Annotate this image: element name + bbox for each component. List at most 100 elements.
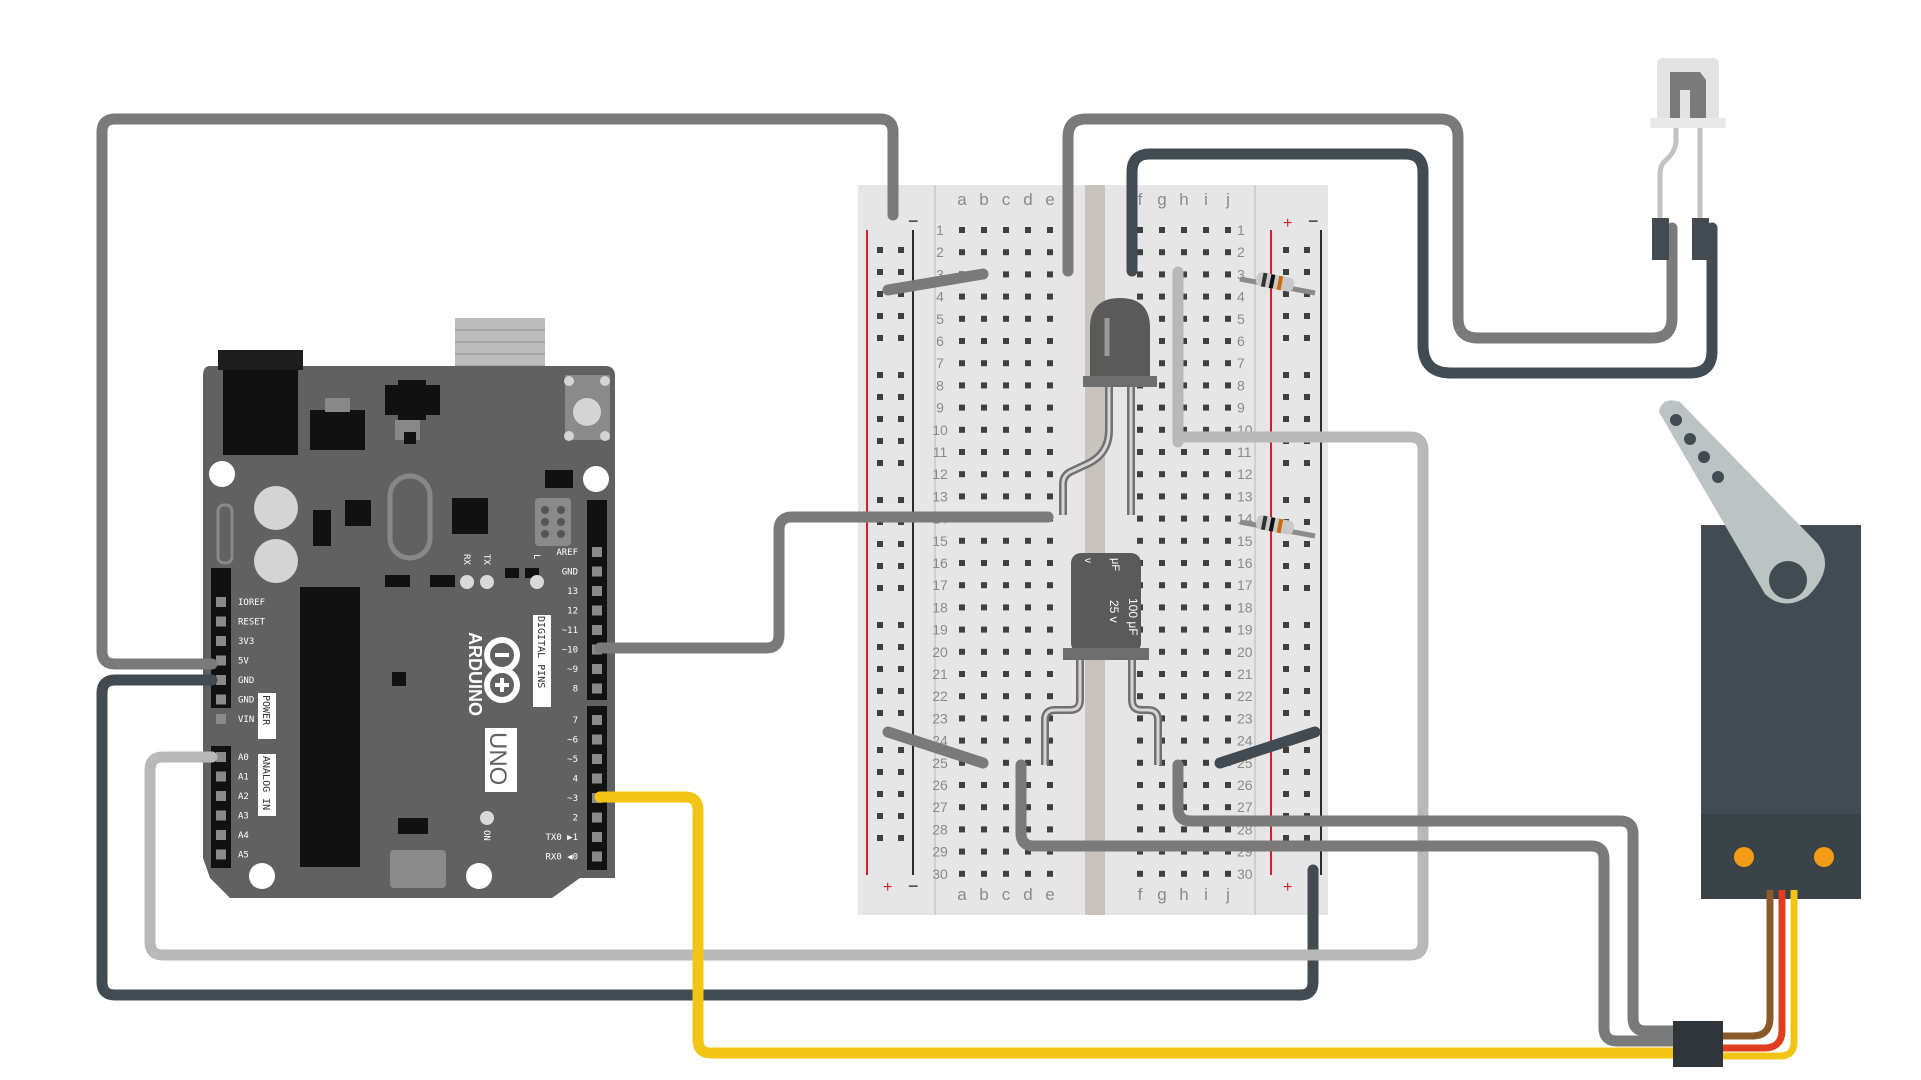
rail-hole[interactable]	[1304, 394, 1310, 400]
jumper-rail-left-bottom[interactable]	[882, 726, 989, 769]
breadboard-hole[interactable]	[1137, 870, 1143, 877]
breadboard-hole[interactable]	[1181, 449, 1187, 455]
breadboard-hole[interactable]	[959, 493, 965, 500]
breadboard-hole[interactable]	[1047, 360, 1053, 367]
breadboard-hole[interactable]	[1025, 582, 1031, 589]
rail-hole[interactable]	[1304, 585, 1310, 591]
reset-button-cap[interactable]	[573, 398, 601, 426]
breadboard-hole[interactable]	[1137, 693, 1143, 700]
digital-pin[interactable]	[592, 734, 602, 745]
rail-hole[interactable]	[877, 769, 883, 775]
rail-hole[interactable]	[877, 813, 883, 819]
breadboard-hole[interactable]	[981, 737, 987, 744]
rail-hole[interactable]	[1304, 335, 1310, 341]
breadboard-hole[interactable]	[981, 471, 987, 478]
breadboard-hole[interactable]	[1159, 404, 1165, 411]
breadboard-hole[interactable]	[981, 249, 987, 256]
breadboard-hole[interactable]	[1025, 671, 1031, 677]
breadboard-hole[interactable]	[1003, 759, 1009, 766]
power-pin[interactable]	[216, 597, 226, 607]
breadboard-hole[interactable]	[1137, 804, 1143, 811]
breadboard-hole[interactable]	[1225, 360, 1231, 367]
breadboard-hole[interactable]	[1203, 515, 1209, 522]
breadboard-hole[interactable]	[1025, 338, 1031, 344]
wire-servo-gnd[interactable]	[1015, 759, 1686, 1047]
breadboard-hole[interactable]	[1003, 227, 1009, 233]
breadboard-hole[interactable]	[1047, 715, 1053, 722]
breadboard-hole[interactable]	[1159, 426, 1165, 433]
breadboard-hole[interactable]	[1181, 537, 1187, 544]
rail-hole[interactable]	[877, 585, 883, 591]
rail-hole[interactable]	[877, 666, 883, 672]
breadboard-hole[interactable]	[1003, 271, 1009, 278]
breadboard-hole[interactable]	[1159, 604, 1165, 611]
breadboard-hole[interactable]	[1159, 671, 1165, 677]
rail-hole[interactable]	[877, 541, 883, 547]
breadboard-hole[interactable]	[1203, 782, 1209, 788]
rail-hole[interactable]	[898, 460, 904, 466]
breadboard-hole[interactable]	[981, 648, 987, 655]
rail-hole[interactable]	[898, 622, 904, 628]
breadboard-hole[interactable]	[1047, 759, 1053, 766]
breadboard-hole[interactable]	[981, 404, 987, 411]
breadboard-hole[interactable]	[959, 782, 965, 788]
analog-pin[interactable]	[216, 791, 226, 801]
breadboard-hole[interactable]	[1137, 759, 1143, 766]
rail-hole[interactable]	[898, 644, 904, 650]
breadboard-hole[interactable]	[1137, 493, 1143, 500]
power-pin[interactable]	[216, 616, 226, 627]
breadboard-hole[interactable]	[1159, 560, 1165, 566]
rail-hole[interactable]	[877, 622, 883, 628]
breadboard-hole[interactable]	[1003, 737, 1009, 744]
breadboard-hole[interactable]	[1181, 249, 1187, 256]
breadboard-hole[interactable]	[1203, 648, 1209, 655]
breadboard-hole[interactable]	[1181, 493, 1187, 500]
breadboard-hole[interactable]	[1225, 493, 1231, 500]
breadboard-hole[interactable]	[1137, 782, 1143, 788]
breadboard-hole[interactable]	[1203, 249, 1209, 256]
breadboard-hole[interactable]	[959, 626, 965, 633]
rail-hole[interactable]	[898, 313, 904, 319]
breadboard-hole[interactable]	[1137, 515, 1143, 522]
breadboard-hole[interactable]	[1137, 737, 1143, 744]
breadboard-hole[interactable]	[1159, 848, 1165, 855]
breadboard-hole[interactable]	[959, 715, 965, 722]
breadboard-hole[interactable]	[1047, 782, 1053, 788]
rail-hole[interactable]	[1304, 247, 1310, 253]
breadboard-hole[interactable]	[1181, 426, 1187, 433]
breadboard-hole[interactable]	[1225, 737, 1231, 744]
rail-hole[interactable]	[1283, 666, 1289, 672]
jumper-rail-left-top[interactable]	[882, 268, 989, 296]
breadboard-hole[interactable]	[1225, 537, 1231, 544]
breadboard-hole[interactable]	[1203, 870, 1209, 877]
breadboard-hole[interactable]	[1203, 715, 1209, 722]
breadboard-hole[interactable]	[1203, 826, 1209, 833]
rail-hole[interactable]	[1304, 644, 1310, 650]
rail-hole[interactable]	[877, 791, 883, 797]
breadboard-hole[interactable]	[1159, 382, 1165, 389]
breadboard-hole[interactable]	[1137, 715, 1143, 722]
rail-hole[interactable]	[898, 835, 904, 841]
breadboard-hole[interactable]	[1003, 293, 1009, 300]
breadboard-hole[interactable]	[1225, 471, 1231, 478]
rail-hole[interactable]	[877, 291, 883, 297]
analog-pin[interactable]	[216, 849, 226, 860]
breadboard-hole[interactable]	[1181, 515, 1187, 522]
breadboard-hole[interactable]	[959, 360, 965, 367]
breadboard-hole[interactable]	[981, 826, 987, 833]
breadboard-hole[interactable]	[1181, 648, 1187, 655]
breadboard-hole[interactable]	[1159, 338, 1165, 344]
breadboard-hole[interactable]	[959, 560, 965, 566]
breadboard-hole[interactable]	[1137, 826, 1143, 833]
breadboard-hole[interactable]	[1225, 315, 1231, 322]
power-pin[interactable]	[216, 675, 226, 685]
breadboard-hole[interactable]	[1225, 582, 1231, 589]
breadboard-hole[interactable]	[959, 870, 965, 877]
breadboard-hole[interactable]	[959, 693, 965, 700]
breadboard-hole[interactable]	[1181, 582, 1187, 589]
rail-hole[interactable]	[898, 813, 904, 819]
breadboard-hole[interactable]	[981, 426, 987, 433]
breadboard-hole[interactable]	[959, 671, 965, 677]
rail-hole[interactable]	[898, 394, 904, 400]
breadboard-hole[interactable]	[1003, 626, 1009, 633]
